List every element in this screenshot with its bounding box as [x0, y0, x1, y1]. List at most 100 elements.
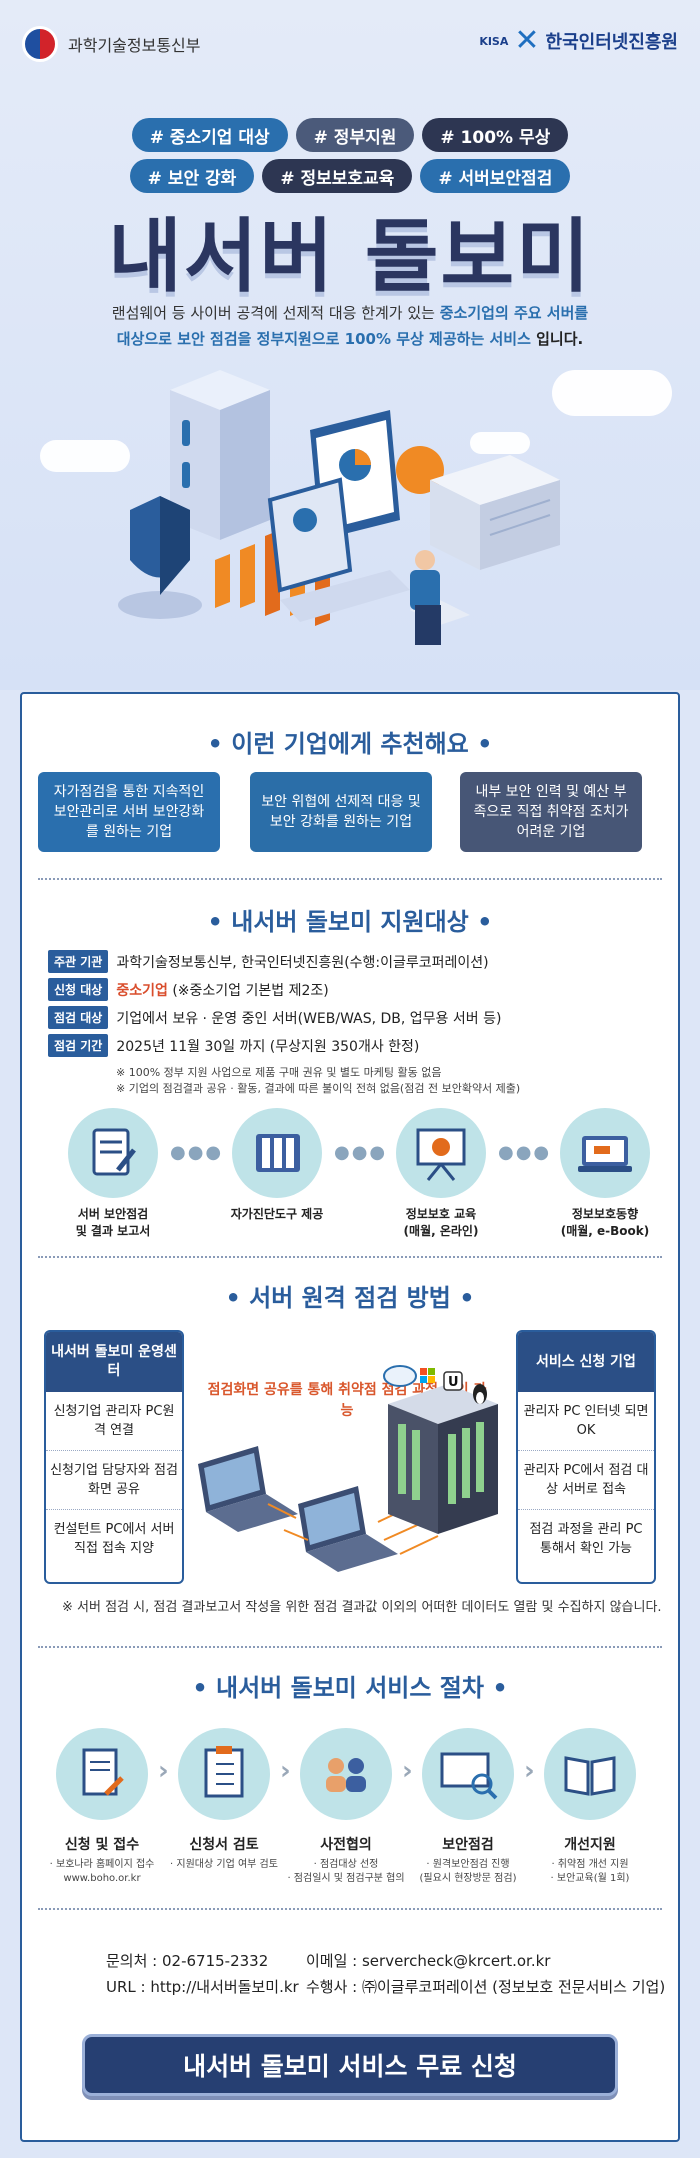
- cloud-decoration: [470, 432, 530, 454]
- shield-icon: [118, 496, 202, 619]
- remote-check-diagram: U: [198, 1365, 498, 1572]
- unix-icon: U: [443, 1371, 463, 1391]
- cloud-decoration: [552, 370, 672, 416]
- method-title: • 서버 원격 점검 방법 •: [225, 1284, 475, 1312]
- info-row: 점검 기간 2025년 11월 30일 까지 (무상지원 350개사 한정): [48, 1034, 419, 1057]
- box-item: 신청기업 관리자 PC원격 연결: [46, 1392, 182, 1451]
- chevron-right-icon: ›: [524, 1756, 535, 1786]
- book-icon: [544, 1728, 636, 1820]
- tag-free: # 100% 무상: [422, 118, 569, 152]
- tag-security: # 보안 강화: [129, 159, 255, 193]
- tag-gov-support: # 정부지원: [295, 118, 415, 152]
- screen-share-note: 점검화면 공유를 통해 취약점 점검 과정 확인 가능: [207, 1382, 487, 1419]
- agency-logo[interactable]: KISA ✕ 한국인터넷진흥원: [479, 26, 678, 56]
- hero-description: 랜섬웨어 등 사이버 공격에 선제적 대응 한계가 있는 중소기업의 주요 서버…: [111, 304, 589, 348]
- box-item: 신청기업 담당자와 점검 화면 공유: [46, 1451, 182, 1510]
- privacy-footnote: ※ 서버 점검 시, 점검 결과보고서 작성을 위한 점검 결과값 이외의 어떠…: [62, 1600, 662, 1615]
- info-row: 점검 대상 기업에서 보유 · 운영 중인 서버(WEB/WAS, DB, 업무…: [48, 1006, 501, 1029]
- server-security-illustration: [118, 370, 560, 645]
- chevron-right-icon: ›: [158, 1756, 169, 1786]
- laptop-icon: [298, 1486, 398, 1572]
- box-item: 관리자 PC 인터넷 되면 OK: [518, 1392, 654, 1451]
- box-header: 서비스 신청 기업: [518, 1332, 654, 1392]
- tag-server-check: # 서버보안점검: [420, 159, 571, 193]
- contact-phone: 문의처 : 02-6715-2332: [106, 1952, 269, 1970]
- chevron-right-icon: ›: [402, 1756, 413, 1786]
- target-title: • 내서버 돌보미 지원대상 •: [207, 908, 493, 936]
- divider: [38, 878, 662, 880]
- recommend-title: • 이런 기업에게 추천해요 •: [207, 730, 493, 758]
- person-icon: [410, 550, 470, 645]
- info-key: 신청 대상: [48, 978, 109, 1001]
- presentation-board-icon: [396, 1108, 486, 1198]
- operation-center-box: 내서버 돌보미 운영센터 신청기업 관리자 PC원격 연결 신청기업 담당자와 …: [44, 1330, 184, 1584]
- kisa-x-icon: ✕: [514, 23, 540, 58]
- info-value: 2025년 11월 30일 까지 (무상지원 350개사 한정): [116, 1038, 420, 1055]
- box-item: 관리자 PC에서 점검 대상 서버로 접속: [518, 1451, 654, 1510]
- contact-email[interactable]: 이메일 : servercheck@krcert.or.kr: [306, 1952, 551, 1970]
- apply-button[interactable]: 내서버 돌보미 서비스 무료 신청: [82, 2034, 618, 2096]
- content-card: • 이런 기업에게 추천해요 • 자가점검을 통한 지속적인 보안관리로 서버 …: [20, 692, 680, 2142]
- recommend-card: 보안 위협에 선제적 대응 및 보안 강화를 원하는 기업: [250, 772, 432, 852]
- tag-row: # 보안 강화 # 정보보호교육 # 서버보안점검: [0, 159, 700, 193]
- recommend-card: 내부 보안 인력 및 예산 부족으로 직접 취약점 조치가 어려운 기업: [460, 772, 642, 852]
- checklist-icon: [178, 1728, 270, 1820]
- tag-row: # 중소기업 대상 # 정부지원 # 100% 무상: [0, 118, 700, 152]
- taegeuk-icon: [22, 26, 58, 62]
- info-accent: 중소기업: [116, 982, 168, 999]
- kisa-mark: KISA: [479, 34, 509, 48]
- notice-text: ※ 기업의 점검결과 공유 · 활동, 결과에 따른 불이익 전혀 없음(점검 …: [116, 1082, 521, 1095]
- windows-icon: [420, 1368, 435, 1383]
- application-form-icon: [56, 1728, 148, 1820]
- laptop-icon: [560, 1108, 650, 1198]
- monitor-icon: [267, 410, 400, 593]
- step-title: 사전협의: [320, 1837, 372, 1853]
- connector-dots: ●●●: [334, 1142, 388, 1163]
- server-rack-icon: [388, 1384, 498, 1534]
- step-desc: · 취약점 개선 지원· 보안교육(월 1회): [550, 1859, 630, 1884]
- agency-name: 한국인터넷진흥원: [545, 32, 678, 53]
- monitor-search-icon: [422, 1728, 514, 1820]
- chevron-right-icon: ›: [280, 1756, 291, 1786]
- hero-section: 과학기술정보통신부 KISA ✕ 한국인터넷진흥원 # 중소기업 대상 # 정부…: [0, 0, 700, 690]
- info-row: 주관 기관 과학기술정보통신부, 한국인터넷진흥원(수행:이글루코퍼레이션): [48, 950, 489, 973]
- connector-dots: ●●●: [498, 1142, 552, 1163]
- notice-text: ※ 100% 정부 지원 사업으로 제품 구매 권유 및 별도 마케팅 활동 없…: [116, 1066, 442, 1079]
- binder-icon: [232, 1108, 322, 1198]
- box-header: 내서버 돌보미 운영센터: [46, 1332, 182, 1392]
- laptop-icon: [198, 1446, 298, 1532]
- people-icon: [300, 1728, 392, 1820]
- divider: [38, 1256, 662, 1258]
- linux-icon: [473, 1384, 487, 1404]
- info-key: 점검 대상: [48, 1006, 109, 1029]
- info-value: 기업에서 보유 · 운영 중인 서버(WEB/WAS, DB, 업무용 서버 등…: [116, 1010, 502, 1027]
- server-box-icon: [430, 455, 560, 570]
- recommend-card: 자가점검을 통한 지속적인 보안관리로 서버 보안강화를 원하는 기업: [38, 772, 220, 852]
- ministry-logo[interactable]: 과학기술정보통신부: [22, 26, 200, 62]
- ministry-name: 과학기술정보통신부: [68, 36, 201, 55]
- divider: [38, 1646, 662, 1648]
- step-desc: · 지원대상 기업 여부 검토: [170, 1859, 278, 1870]
- step-title: 개선지원: [564, 1837, 616, 1853]
- step-title: 신청 및 접수: [64, 1837, 140, 1853]
- box-item: 컨설턴트 PC에서 서버 직접 접속 지양: [53, 1522, 175, 1556]
- step-desc: · 원격보안점검 진행(필요시 현장방문 점검): [419, 1859, 517, 1884]
- step-title: 보안점검: [442, 1837, 494, 1853]
- info-key: 점검 기간: [48, 1034, 109, 1057]
- benefit-label: 정보보호 교육(매월, 온라인): [403, 1207, 479, 1238]
- info-value: (※중소기업 기본법 제2조): [167, 982, 329, 999]
- info-value: 과학기술정보통신부, 한국인터넷진흥원(수행:이글루코퍼레이션): [116, 954, 489, 971]
- box-item: 점검 과정을 관리 PC 통해서 확인 가능: [529, 1522, 643, 1556]
- process-title: • 내서버 돌보미 서비스 절차 •: [192, 1674, 508, 1702]
- benefit-label: 자가진단도구 제공: [230, 1207, 324, 1221]
- step-title: 신청서 검토: [189, 1837, 259, 1853]
- info-row: 신청 대상 중소기업 (※중소기업 기본법 제2조): [48, 978, 329, 1001]
- laptop-icon: [280, 570, 410, 622]
- step-desc: · 점검대상 선정· 점검일시 및 점검구분 협의: [287, 1859, 405, 1884]
- tag-education: # 정보보호교육: [262, 159, 413, 193]
- info-key: 주관 기관: [48, 950, 109, 973]
- contact-url[interactable]: URL : http://내서버돌보미.kr: [106, 1978, 299, 1996]
- benefit-label: 정보보호동향(매월, e-Book): [560, 1207, 650, 1238]
